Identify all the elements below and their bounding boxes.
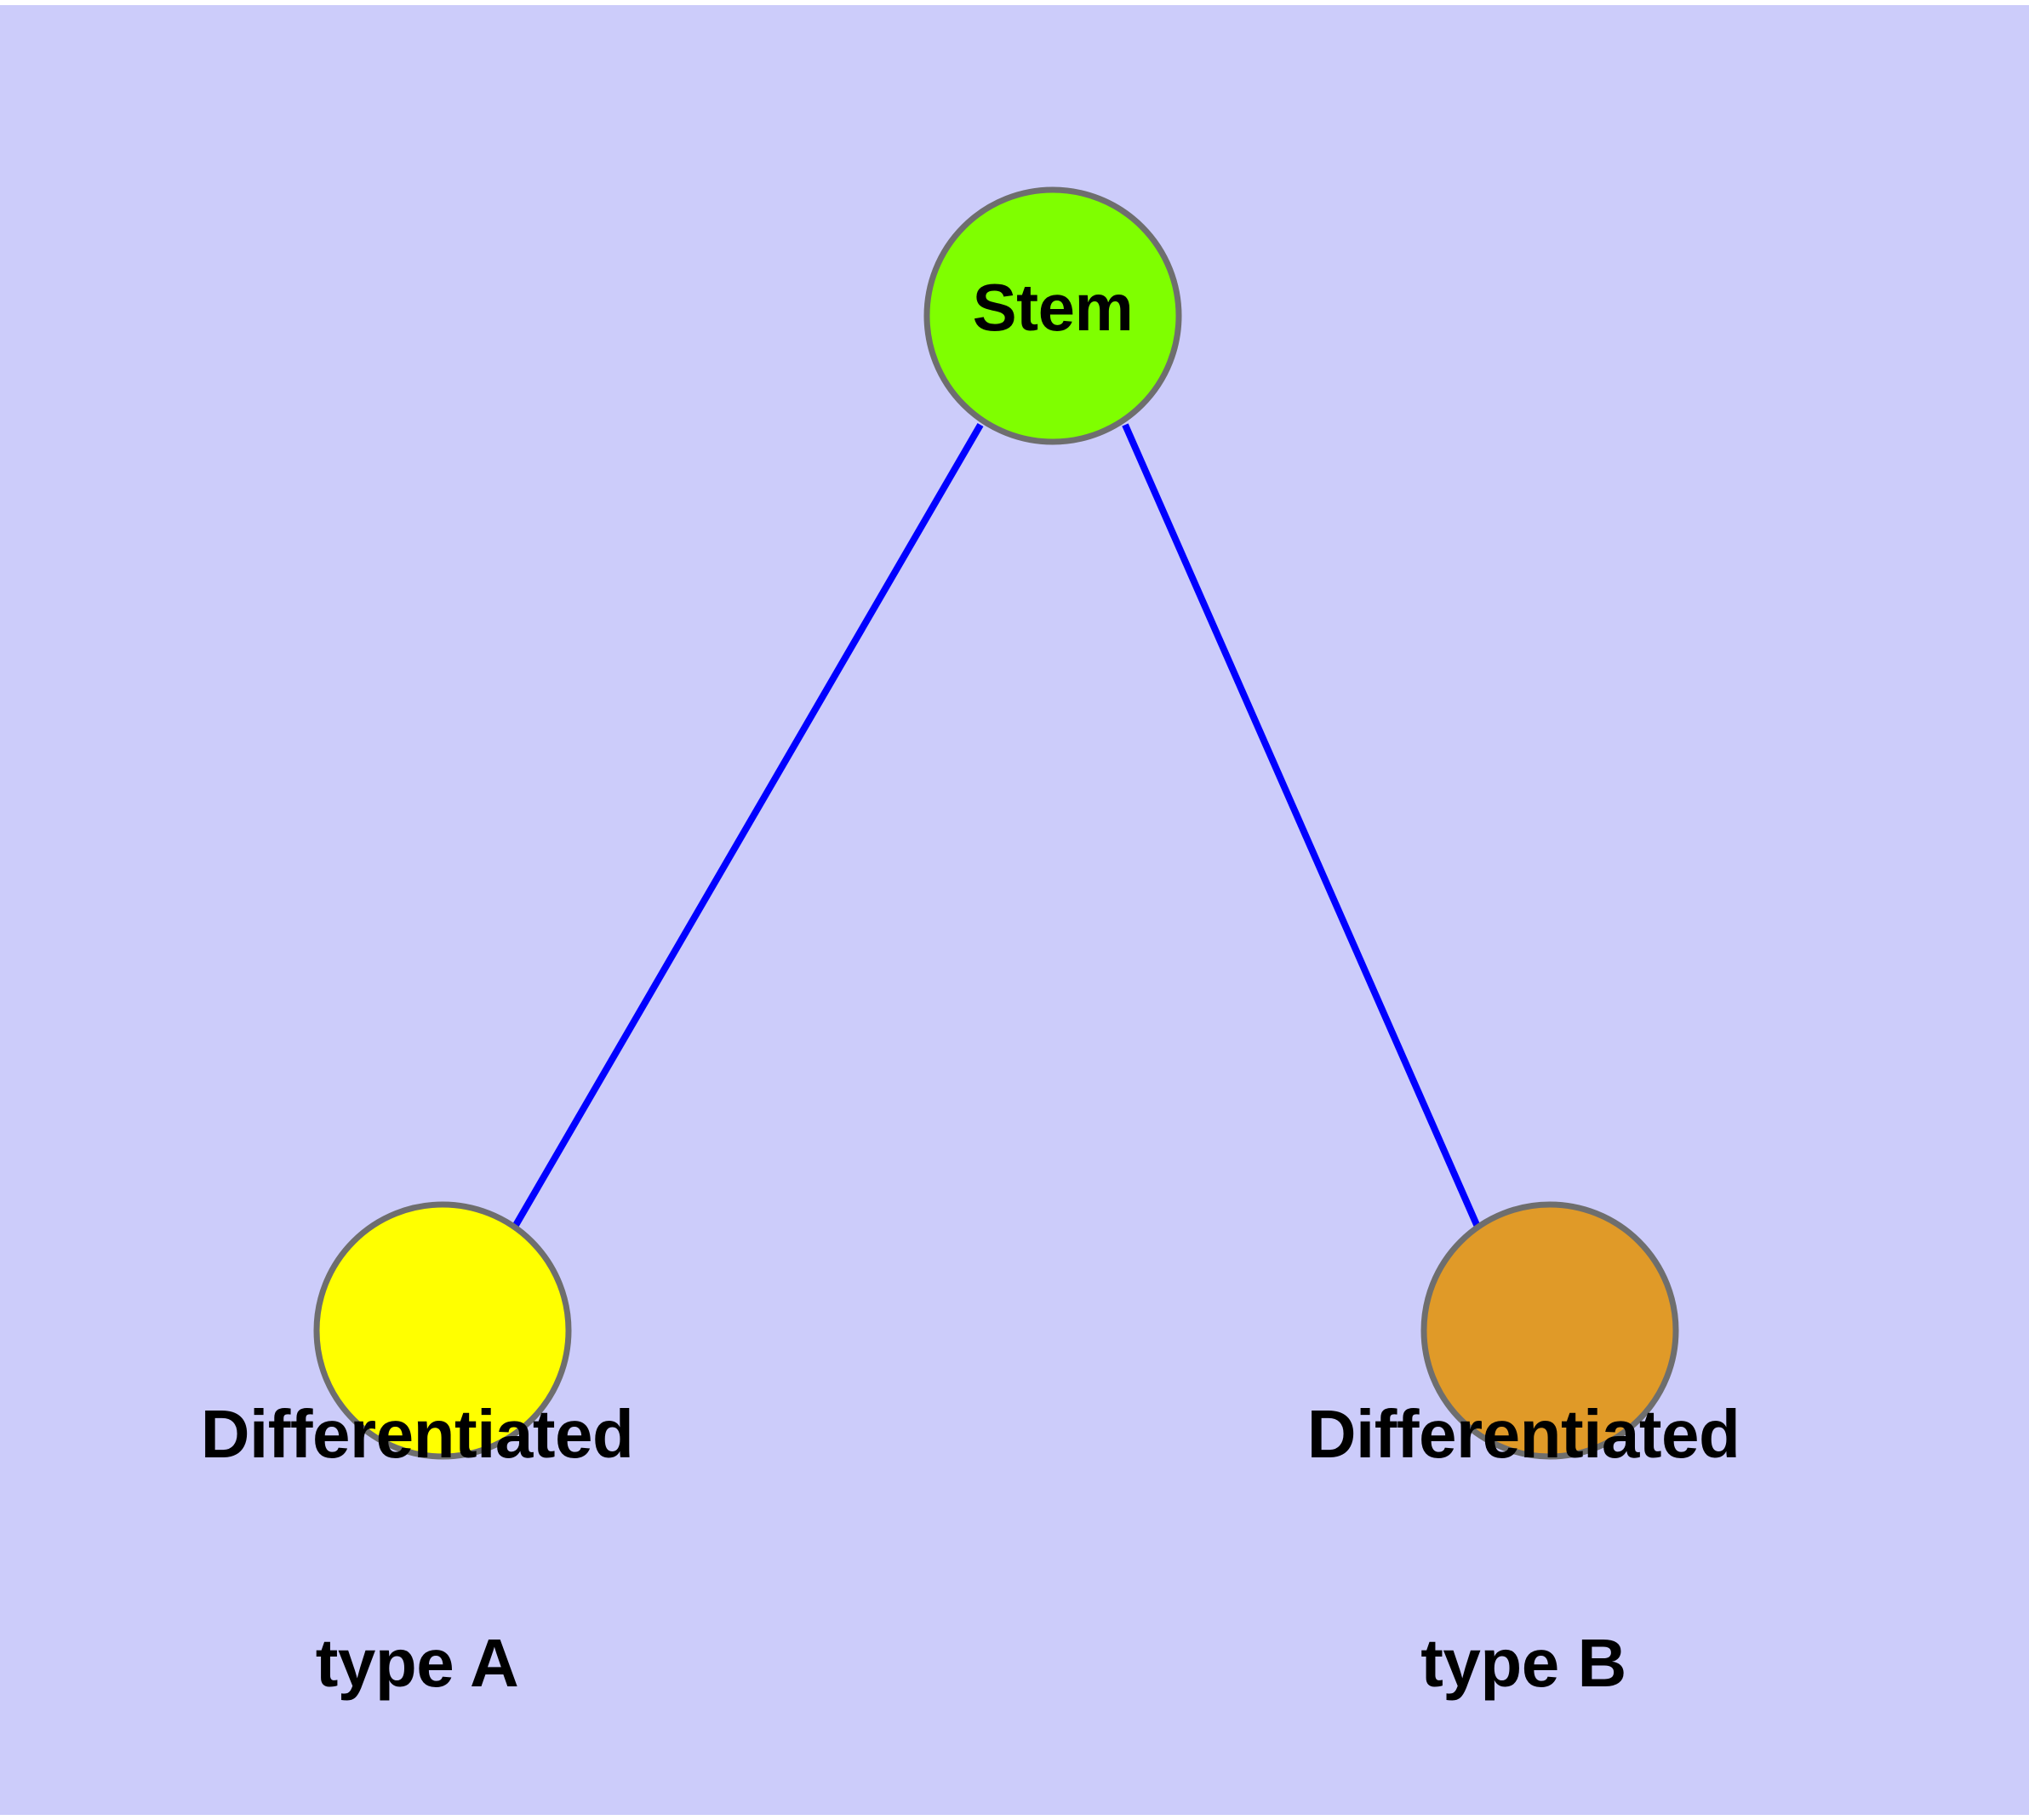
cell-lineage-graph [313,186,1679,1460]
node-stem[interactable] [923,186,1182,445]
edge-stem-to-differentiated-type-a[interactable] [512,422,984,1229]
node-differentiated-type-b[interactable] [1420,1201,1679,1460]
diagram-plot-area: Stem Differentiated type A Differentiate… [0,5,2029,1815]
edge-layer [512,422,1481,1229]
edge-stem-to-differentiated-type-b[interactable] [1122,423,1481,1228]
node-layer [313,186,1679,1460]
node-differentiated-type-a[interactable] [313,1201,572,1460]
